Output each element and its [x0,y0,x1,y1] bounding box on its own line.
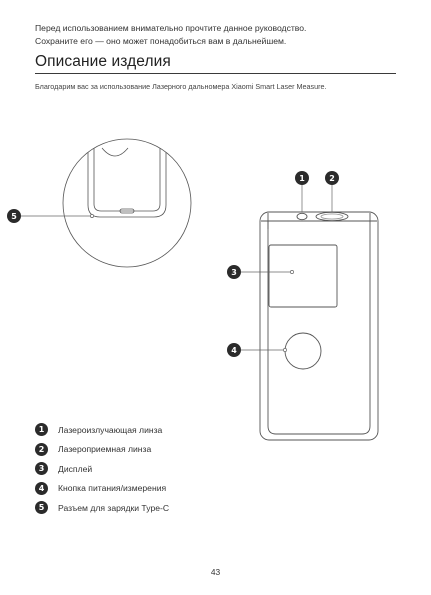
intro-text: Перед использованием внимательно прочтит… [35,22,306,48]
intro-line-1: Перед использованием внимательно прочтит… [35,23,307,33]
receiving-lens [315,211,349,222]
legend-number: 2 [35,442,48,456]
legend-item-power-button: 4 Кнопка питания/измерения [35,479,169,499]
intro-line-2: Сохраните его — оно может понадобиться в… [35,36,287,46]
section-title: Описание изделия [35,53,171,70]
legend-label: Лазероприемная линза [58,444,152,455]
callout-2: 2 [325,171,339,185]
svg-text:1: 1 [299,174,305,183]
legend-label: Дисплей [58,463,93,474]
parts-legend: 1 Лазероизлучающая линза 2 Лазероприемна… [35,420,169,518]
zoom-lanyard-notch [101,147,129,157]
svg-text:2: 2 [329,174,335,183]
legend-number: 3 [35,462,48,476]
zoom-device-inner [93,139,161,212]
legend-label: Разъем для зарядки Type-C [58,502,170,513]
callout-5: 5 [7,209,21,223]
thanks-text: Благодарим вас за использование Лазерног… [35,82,327,91]
device-body [259,211,379,441]
legend-item-receiving-lens: 2 Лазероприемная линза [35,440,169,460]
callout-3: 3 [227,265,241,279]
callout-4: 4 [227,343,241,357]
svg-text:4: 4 [231,346,237,355]
legend-label: Лазероизлучающая линза [58,424,163,435]
display-screen [268,244,338,308]
legend-item-charging-port: 5 Разъем для зарядки Type-C [35,498,169,518]
zoom-detail [62,138,192,268]
legend-number: 4 [35,481,48,495]
legend-label: Кнопка питания/измерения [58,483,167,494]
power-button [284,332,322,370]
page-number: 43 [210,567,221,577]
zoom-circle [62,138,192,268]
svg-text:3: 3 [231,268,237,277]
title-divider [35,73,396,74]
usb-c-port [119,208,135,214]
callout-1: 1 [295,171,309,185]
zoom-device-body [87,139,167,218]
leader-lines [21,185,333,351]
legend-item-emitting-lens: 1 Лазероизлучающая линза [35,420,169,440]
legend-number: 5 [35,501,48,515]
emitting-lens [296,212,308,221]
legend-item-display: 3 Дисплей [35,459,169,479]
svg-text:5: 5 [11,212,17,221]
legend-number: 1 [35,423,48,437]
